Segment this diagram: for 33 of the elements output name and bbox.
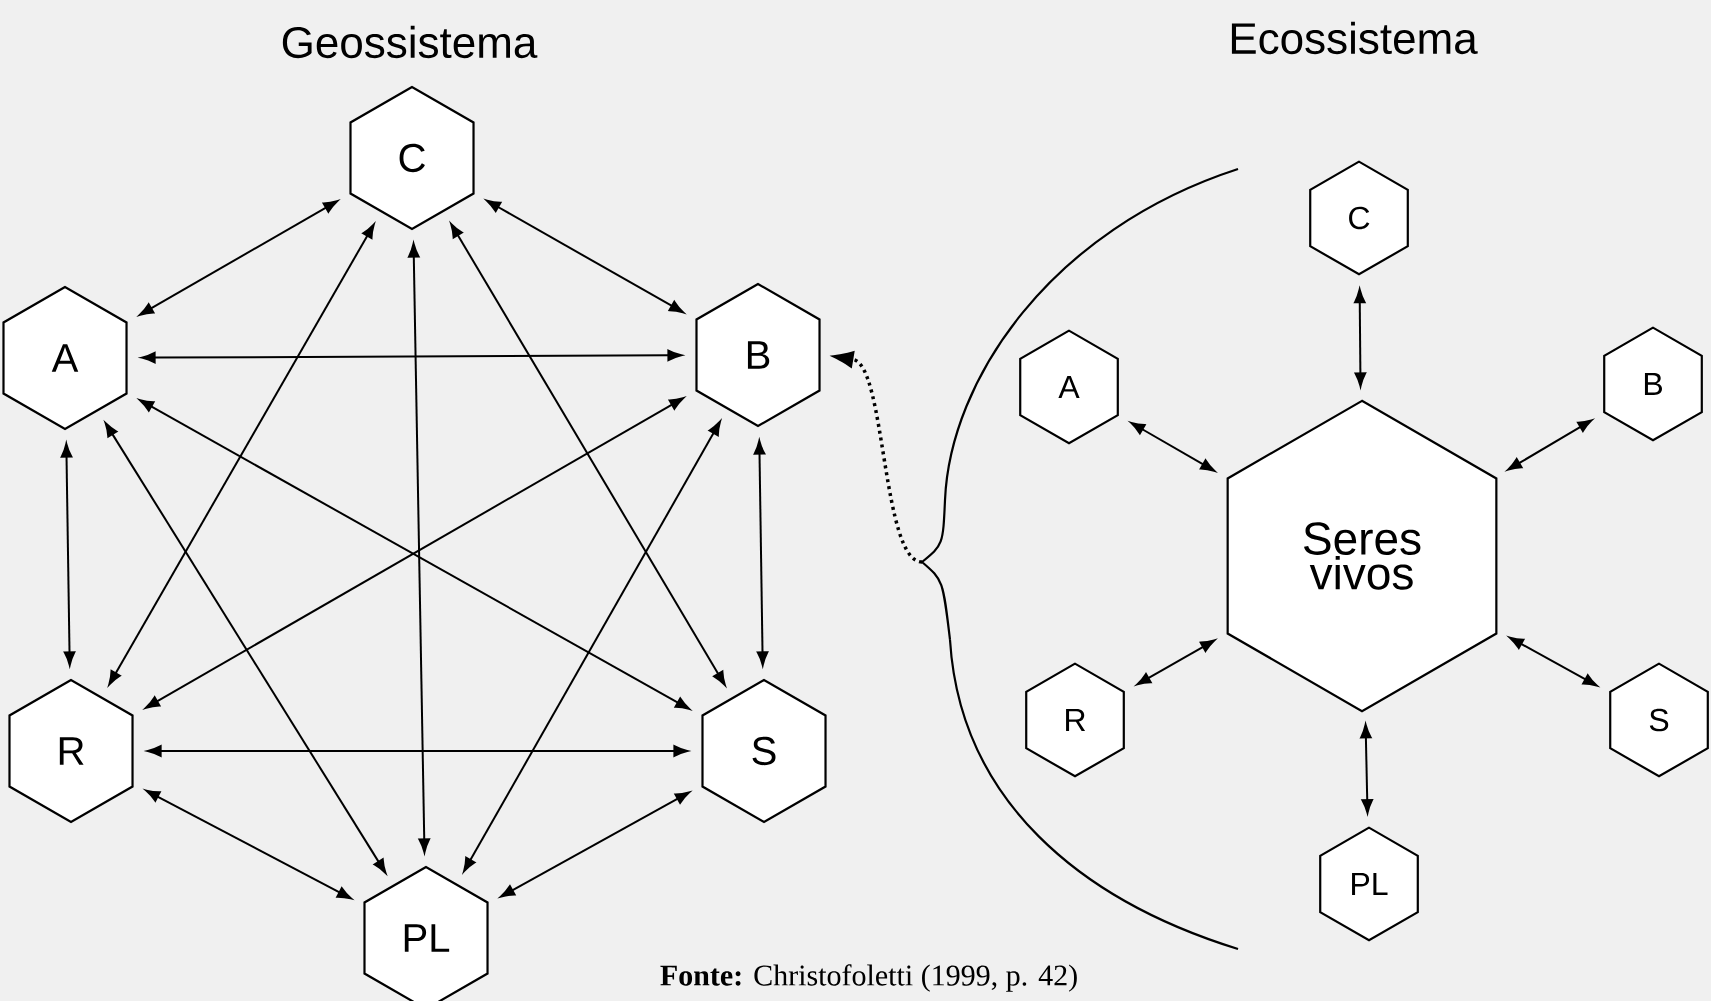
hexagon-node: A <box>2 285 128 431</box>
hexagon-node: PL <box>363 865 489 1001</box>
arrow <box>1353 288 1367 388</box>
arrow <box>1508 636 1598 687</box>
arrow <box>753 439 769 667</box>
brace-tip <box>920 499 952 641</box>
hexagon-node: C <box>349 85 475 231</box>
hexagon-node: Seres vivos <box>1226 399 1498 713</box>
arrow <box>1507 419 1593 471</box>
hexagon-node: A <box>1019 329 1119 445</box>
hexagon-node: R <box>1025 662 1125 778</box>
arrow <box>408 242 431 854</box>
arrow <box>829 350 923 564</box>
arrow <box>1136 639 1216 686</box>
hexagon-node: R <box>8 678 134 824</box>
hexagon-node: S <box>1609 662 1709 778</box>
arrow <box>104 422 387 874</box>
heading: Ecossistema <box>1231 21 1478 55</box>
arrow <box>146 745 689 757</box>
arrow <box>60 442 76 667</box>
hexagon-node: PL <box>1319 826 1419 942</box>
hexagon-node: B <box>695 282 821 428</box>
arrow <box>108 223 375 686</box>
arrow <box>140 349 683 364</box>
hexagon-node: S <box>701 678 827 824</box>
arrow <box>145 789 352 900</box>
hexagon-node: B <box>1603 326 1703 442</box>
caption: Fonte: Christofoletti (1999, p. 42) <box>660 964 1077 992</box>
arrow <box>1130 421 1216 472</box>
hexagon-node: C <box>1309 160 1409 276</box>
arrow <box>139 200 339 316</box>
arrow <box>450 223 726 686</box>
arrow <box>486 199 684 314</box>
